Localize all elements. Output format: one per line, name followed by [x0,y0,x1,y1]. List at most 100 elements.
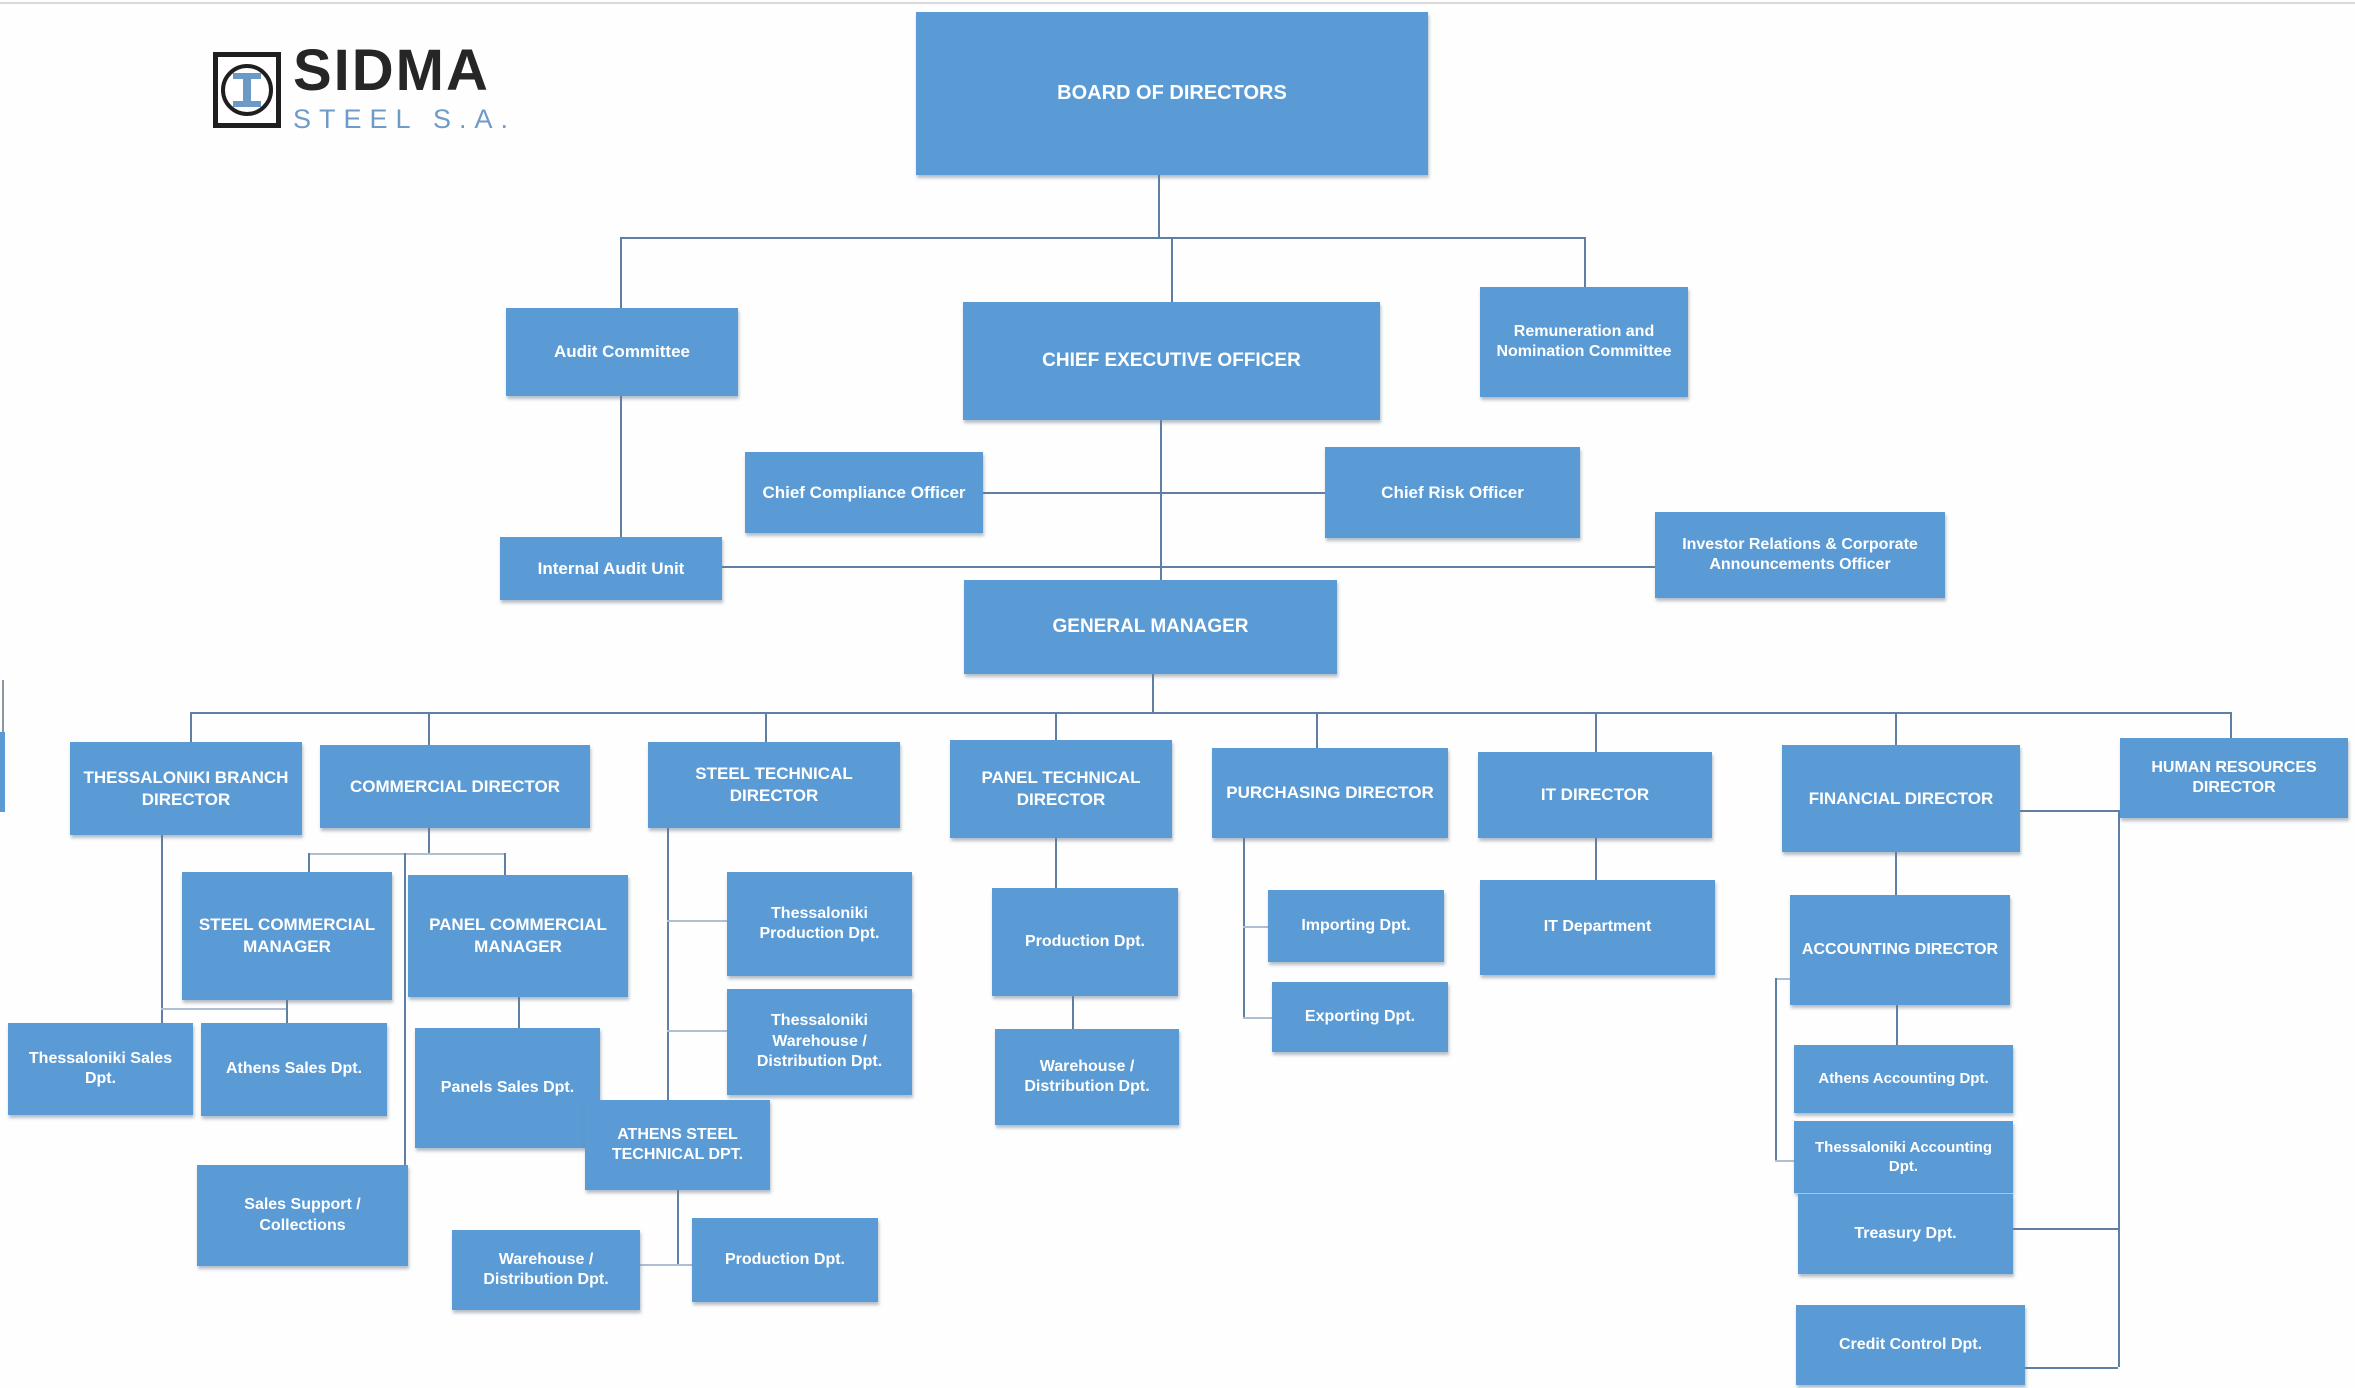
connector-line [765,712,767,742]
org-box-investor-relations-officer: Investor Relations & Corporate Announcem… [1655,512,1945,598]
org-box-label: Investor Relations & Corporate Announcem… [1682,535,1918,573]
connector-line [677,1190,679,1264]
org-box-thessaloniki-sales-dpt: Thessaloniki Sales Dpt. [8,1023,193,1115]
org-box-steel-commercial-manager: STEEL COMMERCIAL MANAGER [182,872,392,1000]
org-box-general-manager: GENERAL MANAGER [964,580,1337,674]
org-box-thessaloniki-production-dpt: Thessaloniki Production Dpt. [727,872,912,976]
org-box-importing-dpt: Importing Dpt. [1268,890,1444,962]
connector-line [190,712,2232,714]
connector-line [1152,674,1154,712]
org-box-label: BOARD OF DIRECTORS [1057,81,1287,104]
org-box-thessaloniki-warehouse-distribution-dpt: Thessaloniki Warehouse / Distribution Dp… [727,989,912,1095]
connector-line [518,997,520,1028]
org-box-label: PURCHASING DIRECTOR [1226,783,1434,803]
connector-line [161,835,163,1023]
connector-line [1072,996,1074,1029]
org-box-label: Internal Audit Unit [537,558,685,578]
org-box-label: Exporting Dpt. [1304,1007,1416,1025]
connector-line [2118,810,2120,1367]
connector-line [286,1000,288,1023]
org-box-label: Chief Risk Officer [1381,482,1524,502]
org-box-label: FINANCIAL DIRECTOR [1808,788,1994,808]
connector-line [2025,1367,2118,1369]
org-box-label: STEEL TECHNICAL DIRECTOR [695,764,853,805]
logo-text: SIDMA STEEL S.A. [293,42,516,135]
org-box-label: Athens Accounting Dpt. [1818,1070,1989,1088]
connector-line [1160,420,1162,580]
org-box-remuneration-nomination-committee: Remuneration and Nomination Committee [1480,287,1688,397]
connector-line [1775,978,1790,980]
org-box-human-resources-director: HUMAN RESOURCES DIRECTOR [2120,738,2348,818]
org-box-label: Remuneration and Nomination Committee [1496,322,1672,360]
connector-line [982,492,1325,494]
org-box-label: PANEL COMMERCIAL MANAGER [429,915,607,956]
org-box-warehouse-distribution-dpt-steel: Warehouse / Distribution Dpt. [452,1230,640,1310]
connector-line [1316,712,1318,748]
org-box-credit-control-dpt: Credit Control Dpt. [1796,1305,2025,1385]
connector-line [667,1030,727,1032]
org-box-internal-audit-unit: Internal Audit Unit [500,537,722,600]
org-box-athens-sales-dpt: Athens Sales Dpt. [201,1023,387,1116]
org-box-treasury-dpt: Treasury Dpt. [1798,1194,2013,1274]
org-box-label: Thessaloniki Accounting Dpt. [1815,1138,1992,1175]
beam-circle [221,64,273,116]
connector-line [1775,1160,1794,1162]
connector-line [1158,175,1160,237]
org-box-label: IT DIRECTOR [1540,785,1650,805]
connector-line [308,853,504,855]
org-box-label: COMMERCIAL DIRECTOR [350,776,560,796]
org-box-label: Sales Support / Collections [244,1196,361,1234]
connector-line [1895,712,1897,745]
connector-line [1171,237,1173,302]
org-box-label: Warehouse / Distribution Dpt. [483,1250,609,1288]
org-box-label: Thessaloniki Production Dpt. [759,904,880,942]
cropped-box-sliver [0,732,5,812]
org-box-steel-technical-director: STEEL TECHNICAL DIRECTOR [648,742,900,828]
connector-line [620,237,622,308]
org-box-thessaloniki-branch-director: THESSALONIKI BRANCH DIRECTOR [70,742,302,835]
org-box-accounting-director: ACCOUNTING DIRECTOR [1790,895,2010,1005]
org-box-exporting-dpt: Exporting Dpt. [1272,982,1448,1052]
org-box-label: PANEL TECHNICAL DIRECTOR [981,768,1141,809]
connector-line [1243,1017,1272,1019]
org-box-label: STEEL COMMERCIAL MANAGER [198,915,376,956]
connector-line [1243,926,1268,928]
connector-line [1895,852,1897,895]
org-box-label: GENERAL MANAGER [1052,615,1249,637]
connector-line [1055,712,1057,740]
org-box-panels-sales-dpt: Panels Sales Dpt. [415,1028,600,1148]
org-box-label: Thessaloniki Warehouse / Distribution Dp… [756,1012,883,1071]
org-box-panel-commercial-manager: PANEL COMMERCIAL MANAGER [408,875,628,997]
connector-line [428,828,430,853]
org-box-purchasing-director: PURCHASING DIRECTOR [1212,748,1448,838]
org-box-label: Importing Dpt. [1301,916,1411,934]
connector-line [1775,978,1777,1160]
org-box-athens-accounting-dpt: Athens Accounting Dpt. [1794,1045,2013,1113]
org-box-label: ACCOUNTING DIRECTOR [1801,940,1999,958]
org-box-commercial-director: COMMERCIAL DIRECTOR [320,745,590,828]
connector-line [1595,838,1597,880]
connector-line [722,566,1655,568]
connector-line [190,712,192,742]
org-box-label: CHIEF EXECUTIVE OFFICER [1042,349,1301,371]
connector-line [428,712,430,745]
connector-line [667,828,669,1100]
org-box-panel-technical-director: PANEL TECHNICAL DIRECTOR [950,740,1172,838]
org-box-label: Audit Committee [554,342,690,362]
org-box-label: HUMAN RESOURCES DIRECTOR [2151,758,2317,796]
connector-line [667,920,727,922]
org-box-chief-risk-officer: Chief Risk Officer [1325,447,1580,538]
org-box-athens-steel-technical-dpt: ATHENS STEEL TECHNICAL DPT. [585,1100,770,1190]
connector-line [1584,237,1586,287]
org-box-warehouse-distribution-dpt-panel: Warehouse / Distribution Dpt. [995,1029,1179,1125]
org-box-label: Credit Control Dpt. [1838,1335,1983,1353]
org-box-production-dpt-panel: Production Dpt. [992,888,1178,996]
sidma-logo: SIDMA STEEL S.A. [213,42,516,135]
org-box-it-department: IT Department [1480,880,1715,975]
org-box-label: Thessaloniki Sales Dpt. [28,1049,173,1087]
connector-line [2230,712,2232,738]
page-top-border [0,2,2355,4]
connector-line [620,237,1584,239]
org-box-audit-committee: Audit Committee [506,308,738,396]
